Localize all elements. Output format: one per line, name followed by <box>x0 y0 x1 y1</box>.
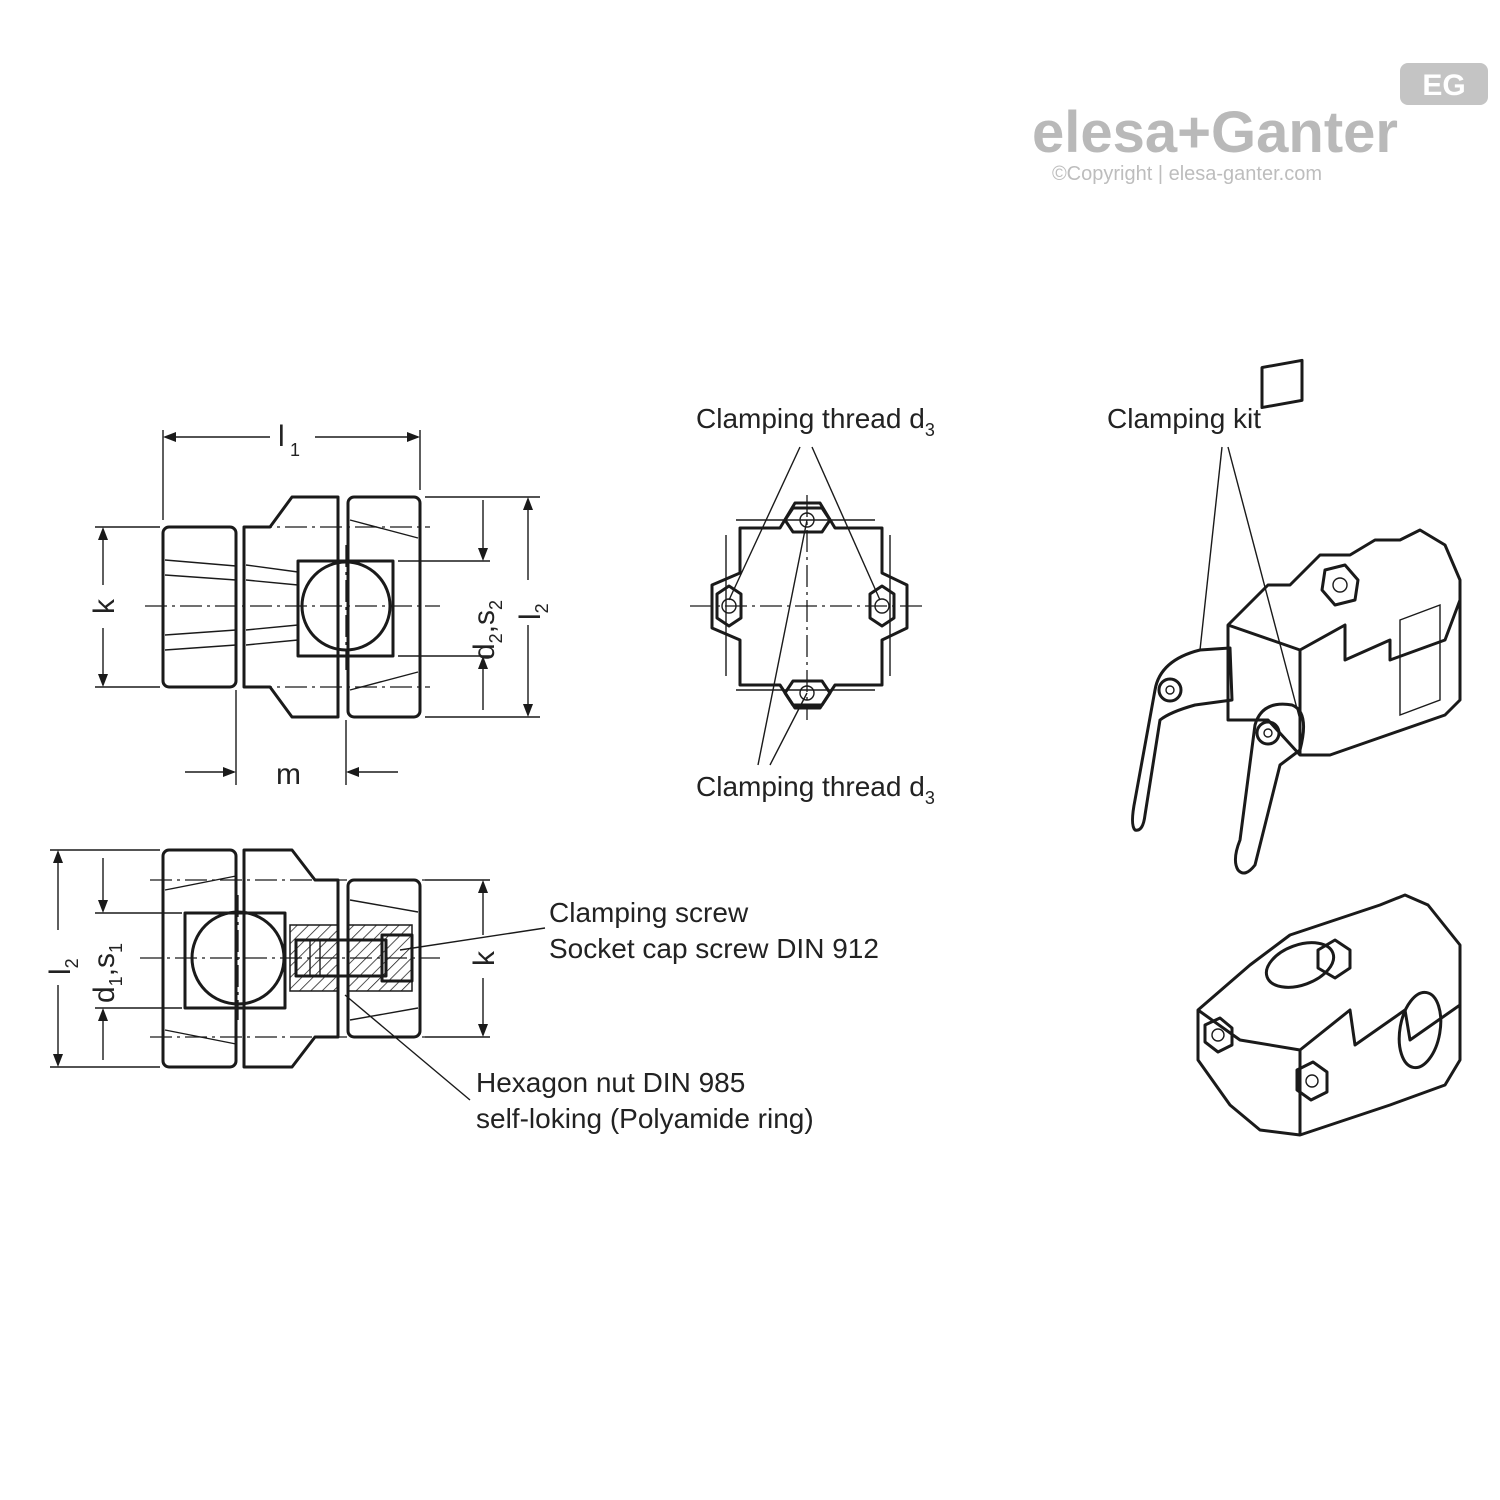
isometric-clamping-kit: Clamping kit <box>1107 358 1462 875</box>
dim-l2-front: l2 <box>514 603 552 620</box>
dim-d2s2: d2,s2 <box>468 600 506 660</box>
logo-copyright: ©Copyright | elesa-ganter.com <box>1052 163 1322 185</box>
dim-m: m <box>276 758 301 791</box>
dim-l1-sub: 1 <box>290 440 300 460</box>
dim-l2-section: l2 <box>44 958 82 975</box>
label-clamping-thread-top: Clamping thread d3 <box>696 403 935 440</box>
dim-k-section: k <box>468 950 501 966</box>
label-socket-cap-screw: Socket cap screw DIN 912 <box>549 933 879 964</box>
logo-badge: EG <box>1422 69 1465 102</box>
label-self-locking: self-loking (Polyamide ring) <box>476 1103 814 1134</box>
isometric-block <box>1196 893 1462 1137</box>
label-clamping-thread-bottom: Clamping thread d3 <box>696 771 935 808</box>
logo-badge-box <box>1400 63 1488 105</box>
dim-k-front: k <box>88 598 121 614</box>
front-view: l 1 k m d2,s2 l2 <box>88 420 552 791</box>
dim-d1s1: d1,s1 <box>88 943 126 1003</box>
logo-wordmark: elesa+Ganter <box>1032 100 1398 165</box>
section-view: l2 d1,s1 k Clamping screw Socket cap scr… <box>44 848 879 1134</box>
label-hexagon-nut: Hexagon nut DIN 985 <box>476 1067 745 1098</box>
brand-logo: EG elesa+Ganter ©Copyright | elesa-gante… <box>1032 63 1488 185</box>
label-clamping-kit: Clamping kit <box>1107 403 1261 434</box>
top-view: Clamping thread d3 Clamping thread d3 <box>690 403 935 808</box>
dim-l1: l <box>278 420 285 453</box>
label-clamping-screw: Clamping screw <box>549 897 749 928</box>
